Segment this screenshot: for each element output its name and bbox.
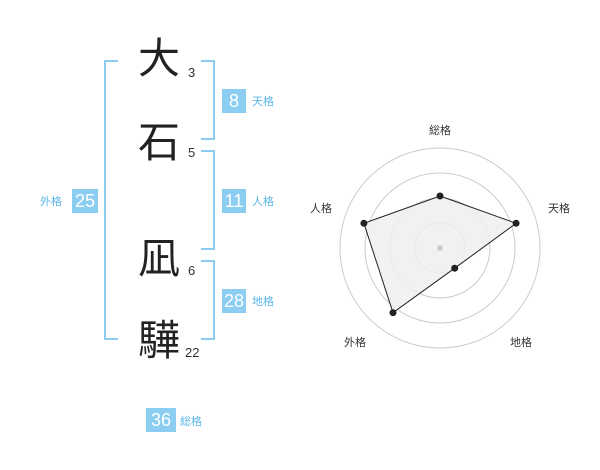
radar-label-soukaku: 総格 [429, 123, 451, 137]
radar-point-3 [451, 264, 459, 272]
stroke-count-2: 5 [188, 145, 196, 160]
stroke-count-3: 6 [188, 263, 196, 278]
name-char-3: 凪 [137, 234, 180, 283]
radar-area [363, 195, 518, 314]
jinkaku-score: 11 [222, 189, 246, 213]
radar-label-chikaku: 地格 [510, 335, 532, 349]
gaikaku-bracket [104, 60, 118, 340]
name-char-2: 石 [137, 118, 180, 167]
stroke-count-1: 3 [188, 65, 196, 80]
stroke-count-4: 22 [185, 345, 200, 360]
radar-ring-4 [339, 147, 541, 349]
name-char-4: 驊 [137, 316, 180, 365]
radar-ring-3 [364, 172, 516, 324]
radar-point-1 [436, 192, 444, 200]
soukaku-score: 36 [146, 408, 176, 432]
name-char-1: 大 [137, 34, 180, 83]
gaikaku-label: 外格 [40, 195, 62, 208]
radar-center-dot [437, 245, 443, 251]
soukaku-label: 総格 [180, 415, 202, 428]
radar-label-tenkaku: 天格 [548, 201, 570, 215]
chikaku-score: 28 [222, 289, 246, 313]
radar-points [360, 192, 520, 317]
jinkaku-label: 人格 [252, 195, 274, 208]
tenkaku-bracket [201, 60, 215, 140]
radar-point-4 [389, 309, 397, 317]
radar-point-5 [360, 219, 368, 227]
tenkaku-score: 8 [222, 89, 246, 113]
radar-point-2 [512, 219, 520, 227]
radar-axis-labels: 総格 天格 地格 外格 人格 [310, 123, 570, 349]
radar-label-gaikaku: 外格 [344, 335, 366, 349]
radar-label-jinkaku: 人格 [310, 201, 332, 215]
gaikaku-score: 25 [72, 189, 98, 213]
jinkaku-bracket [201, 150, 215, 250]
tenkaku-label: 天格 [252, 95, 274, 108]
chikaku-bracket [201, 260, 215, 340]
chikaku-label: 地格 [252, 295, 274, 308]
